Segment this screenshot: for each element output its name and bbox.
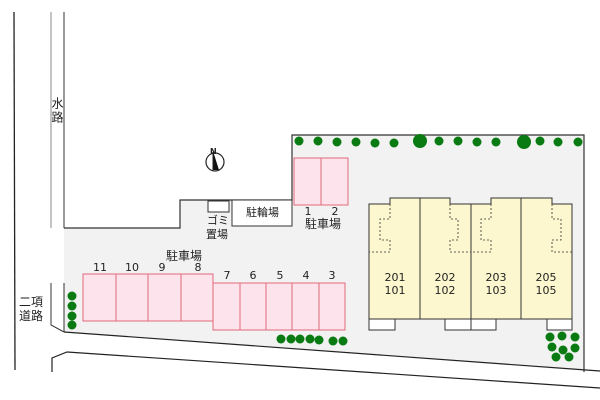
bicycle-parking-label: 駐輪場 bbox=[246, 206, 279, 219]
bicycle-parking-area bbox=[231, 199, 293, 227]
unit-205-105: 205 105 bbox=[521, 271, 571, 297]
trees-top-row bbox=[294, 134, 583, 149]
parking-bottom-left bbox=[82, 273, 214, 322]
unit-upper-number: 205 bbox=[535, 271, 557, 284]
unit-upper-number: 202 bbox=[434, 271, 456, 284]
parking-bottom-right bbox=[212, 282, 346, 331]
parking-space-11: 11 bbox=[93, 261, 107, 274]
waterway-label: 水路 bbox=[50, 97, 64, 125]
unit-upper-number: 203 bbox=[485, 271, 507, 284]
unit-203-103: 203 103 bbox=[471, 271, 521, 297]
parking-space-5: 5 bbox=[276, 269, 284, 282]
north-compass-icon bbox=[205, 151, 225, 172]
parking-space-9: 9 bbox=[158, 261, 166, 274]
trees-bottom-row bbox=[276, 334, 348, 346]
parking-top-label: 駐車場 bbox=[305, 217, 342, 231]
parking-top bbox=[293, 157, 349, 206]
road-edge-left bbox=[13, 11, 16, 371]
side-road-label-line2: 道路 bbox=[19, 309, 44, 323]
side-road-label-line1: 二項 bbox=[19, 295, 44, 309]
garbage-label-line2: 置場 bbox=[206, 228, 228, 241]
parking-main-label: 駐車場 bbox=[166, 249, 203, 263]
unit-lower-number: 105 bbox=[535, 284, 557, 297]
side-road-edge bbox=[50, 283, 65, 333]
parking-space-1: 1 bbox=[304, 205, 312, 218]
unit-202-102: 202 102 bbox=[420, 271, 470, 297]
trees-left-column bbox=[67, 291, 77, 330]
parking-space-6: 6 bbox=[249, 269, 257, 282]
parking-space-3: 3 bbox=[328, 269, 336, 282]
garbage-label-line1: ゴミ bbox=[207, 214, 229, 227]
parking-space-2: 2 bbox=[331, 205, 339, 218]
parking-space-10: 10 bbox=[125, 261, 139, 274]
unit-lower-number: 102 bbox=[434, 284, 456, 297]
unit-upper-number: 201 bbox=[384, 271, 406, 284]
apartment-building bbox=[368, 197, 573, 331]
parking-space-7: 7 bbox=[223, 269, 231, 282]
parking-space-4: 4 bbox=[302, 269, 310, 282]
north-label: N bbox=[210, 147, 217, 156]
parking-space-8: 8 bbox=[194, 261, 202, 274]
unit-lower-number: 101 bbox=[384, 284, 406, 297]
front-road-edge-upper bbox=[63, 331, 600, 372]
unit-201-101: 201 101 bbox=[370, 271, 420, 297]
front-road-edge-lower bbox=[51, 351, 600, 389]
unit-lower-number: 103 bbox=[485, 284, 507, 297]
trees-corner-cluster bbox=[545, 331, 580, 362]
garbage-area bbox=[207, 200, 230, 213]
